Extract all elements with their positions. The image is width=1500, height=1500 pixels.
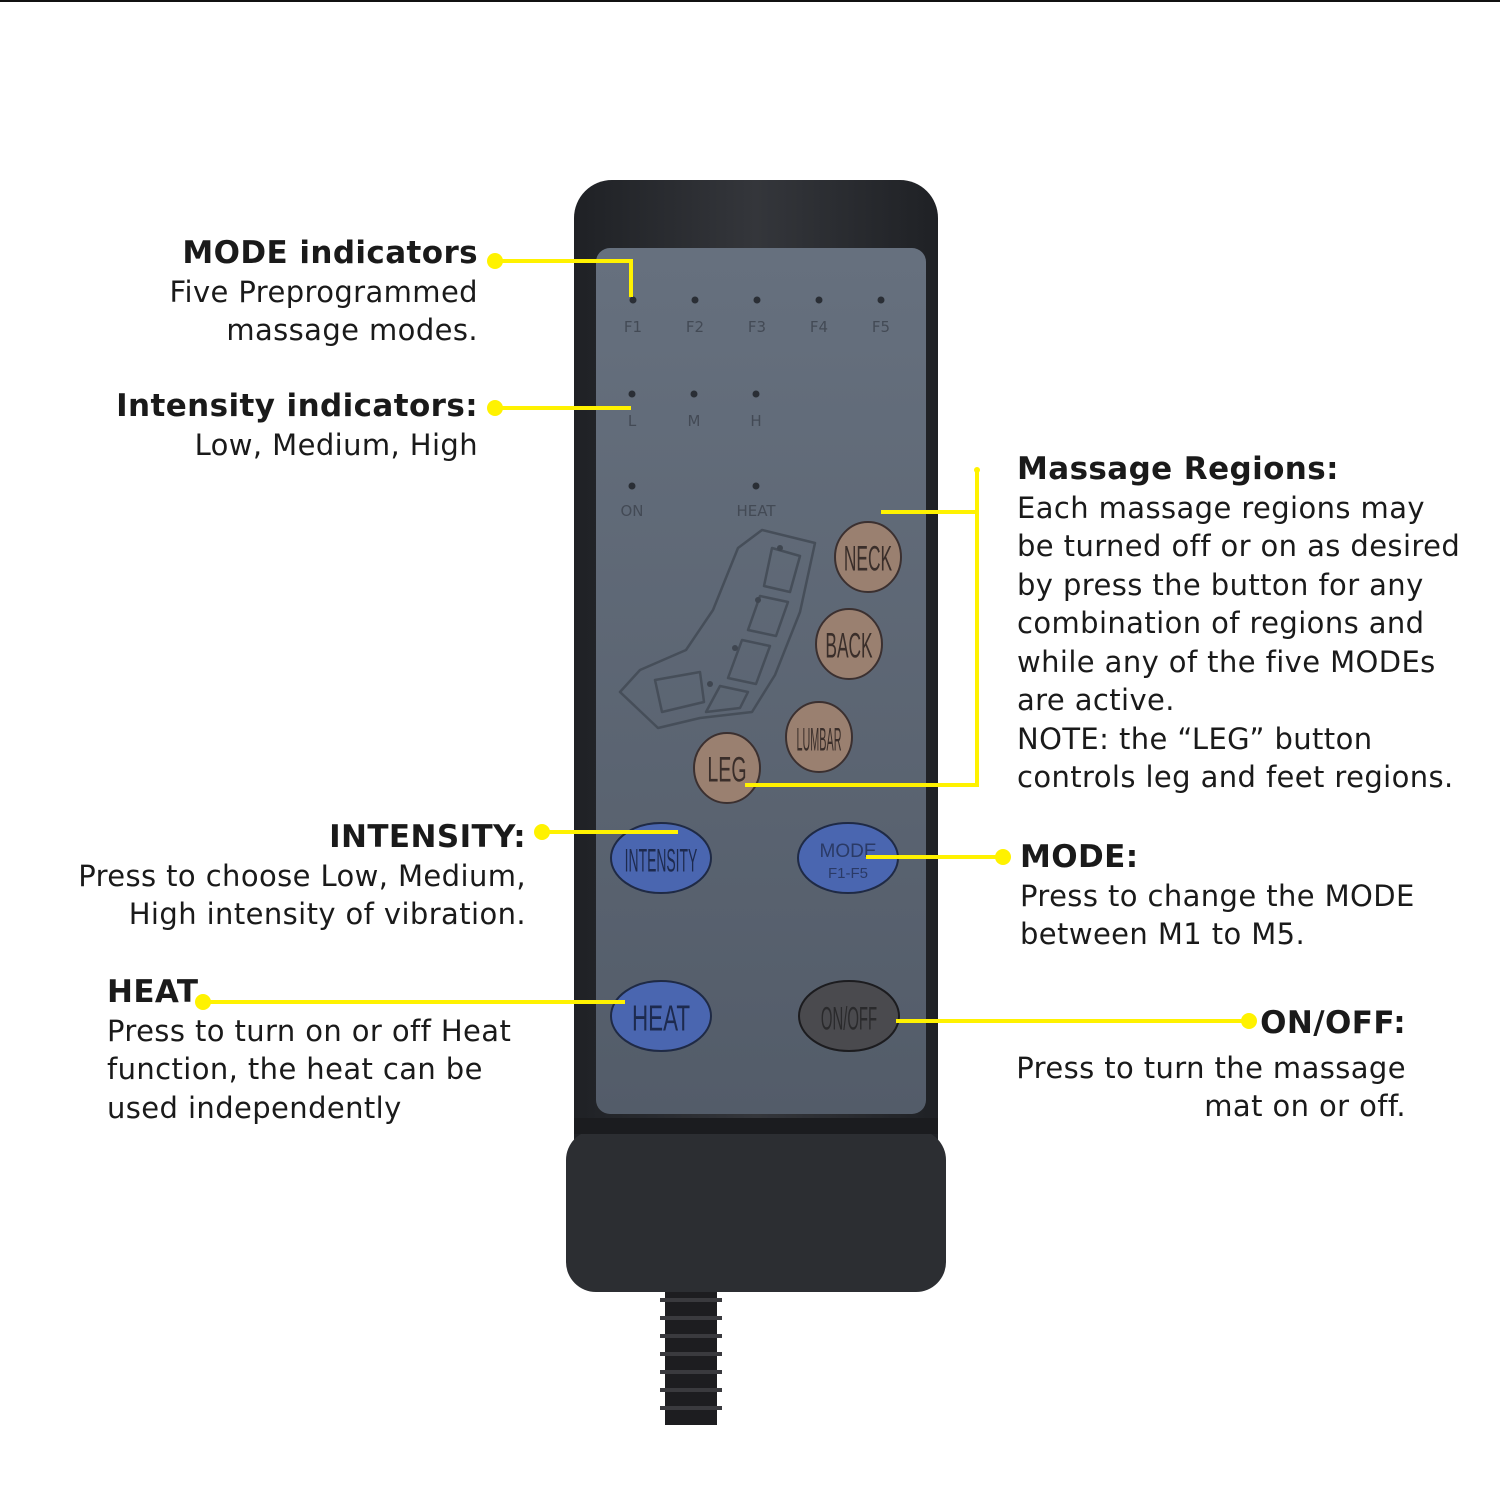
- callout-massage-regions: Massage Regions: Each massage regions ma…: [1017, 450, 1487, 797]
- callout-heat-body: Press to turn on or off Heat function, t…: [107, 1013, 512, 1125]
- lumbar-button[interactable]: LUMBAR: [785, 701, 853, 773]
- callout-heat: HEAT Press to turn on or off Heat functi…: [107, 973, 547, 1127]
- led-heat: [752, 482, 760, 490]
- led-label-on: ON: [620, 502, 643, 520]
- power-cable: [660, 1285, 722, 1425]
- led-label-heat: HEAT: [736, 502, 776, 520]
- heat-button[interactable]: HEAT: [610, 980, 712, 1052]
- led-f2: [691, 296, 699, 304]
- mode-button-label: MODE: [820, 841, 877, 862]
- callout-intensity-indicators-title: Intensity indicators:: [116, 388, 478, 424]
- onoff-button[interactable]: ON/OFF: [798, 980, 900, 1052]
- callout-intensity-indicators-body: Low, Medium, High: [194, 427, 478, 462]
- callout-onoff-body: Press to turn the massage mat on or off.: [1016, 1050, 1406, 1124]
- lumbar-button-label: LUMBAR: [797, 722, 842, 758]
- callout-intensity-body: Press to choose Low, Medium, High intens…: [78, 858, 526, 932]
- callout-mode-body: Press to change the MODE between M1 to M…: [1020, 878, 1415, 952]
- led-f4: [815, 296, 823, 304]
- callout-mode-indicators: MODE indicators Five Preprogrammed massa…: [100, 234, 478, 350]
- led-medium: [690, 390, 698, 398]
- led-f1: [629, 296, 637, 304]
- callout-onoff: ON/OFF: Press to turn the massage mat on…: [980, 1004, 1406, 1126]
- callout-intensity: INTENSITY: Press to choose Low, Medium, …: [60, 818, 526, 934]
- led-label-low: L: [628, 412, 637, 430]
- callout-intensity-title: INTENSITY:: [329, 819, 526, 855]
- led-label-f2: F2: [686, 318, 704, 336]
- led-high: [752, 390, 760, 398]
- onoff-button-label: ON/OFF: [821, 1001, 877, 1037]
- heat-button-label: HEAT: [632, 999, 690, 1039]
- mode-button-sublabel: F1-F5: [828, 865, 868, 882]
- neck-button-label: NECK: [844, 539, 893, 578]
- back-button[interactable]: BACK: [815, 608, 883, 680]
- leg-button[interactable]: LEG: [693, 732, 761, 804]
- top-border: [0, 0, 1500, 2]
- remote-grip: [566, 1130, 946, 1292]
- back-button-label: BACK: [825, 626, 873, 665]
- callout-mode-indicators-title: MODE indicators: [182, 235, 478, 271]
- mode-button[interactable]: MODE F1-F5: [797, 822, 899, 894]
- callout-mode: MODE: Press to change the MODE between M…: [1020, 838, 1480, 954]
- led-label-f5: F5: [872, 318, 890, 336]
- led-on: [628, 482, 636, 490]
- leg-button-label: LEG: [707, 751, 746, 790]
- intensity-button-label: INTENSITY: [625, 843, 698, 879]
- led-label-f1: F1: [624, 318, 642, 336]
- callout-mode-title: MODE:: [1020, 839, 1139, 875]
- led-f3: [753, 296, 761, 304]
- led-label-f4: F4: [810, 318, 828, 336]
- led-f5: [877, 296, 885, 304]
- intensity-button[interactable]: INTENSITY: [610, 822, 712, 894]
- led-low: [628, 390, 636, 398]
- callout-massage-regions-body: Each massage regions may be turned off o…: [1017, 490, 1461, 795]
- led-label-high: H: [750, 412, 761, 430]
- callout-massage-regions-title: Massage Regions:: [1017, 451, 1339, 487]
- callout-heat-title: HEAT: [107, 974, 199, 1010]
- callout-intensity-indicators: Intensity indicators: Low, Medium, High: [100, 387, 478, 464]
- callout-mode-indicators-body: Five Preprogrammed massage modes.: [169, 274, 478, 348]
- neck-button[interactable]: NECK: [834, 521, 902, 593]
- led-label-medium: M: [688, 412, 701, 430]
- callout-onoff-title: ON/OFF:: [1260, 1005, 1406, 1041]
- led-label-f3: F3: [748, 318, 766, 336]
